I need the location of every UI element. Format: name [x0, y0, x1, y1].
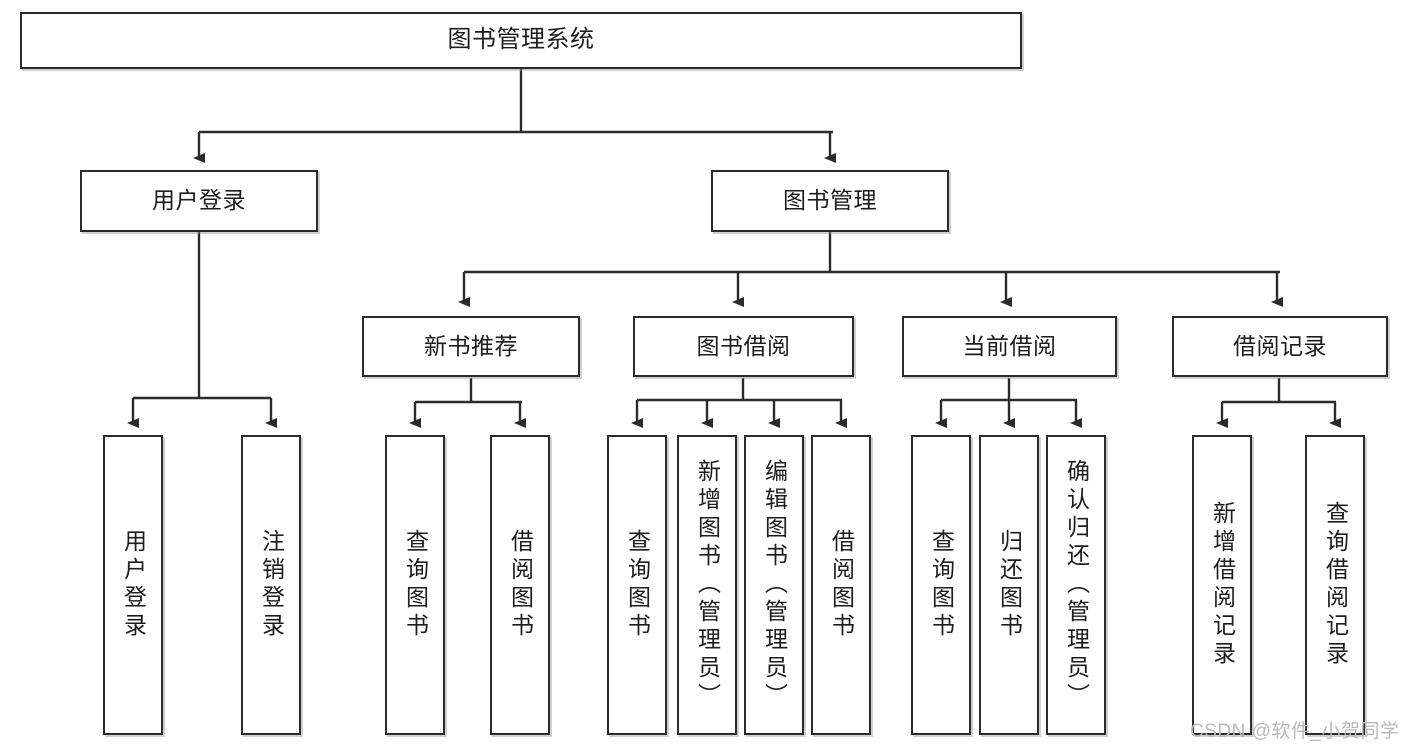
- leaf-query-book-2[interactable]: 查询图书: [607, 435, 667, 735]
- node-current-borrow-label: 当前借阅: [962, 332, 1057, 359]
- node-user-login[interactable]: 用户登录: [80, 170, 318, 232]
- node-book-manage-label: 图书管理: [783, 187, 877, 214]
- node-current-borrow[interactable]: 当前借阅: [902, 316, 1117, 377]
- leaf-edit-book[interactable]: 编辑图书（管理员）: [744, 435, 804, 735]
- leaf-return-book-label: 归还图书: [996, 529, 1023, 641]
- leaf-logout-label: 注销登录: [258, 529, 285, 641]
- leaf-user-login-label: 用户登录: [120, 529, 147, 641]
- leaf-borrow-book-1[interactable]: 借阅图书: [490, 435, 550, 735]
- leaf-query-book-3-label: 查询图书: [928, 529, 955, 641]
- leaf-add-book[interactable]: 新增图书（管理员）: [677, 435, 737, 735]
- csdn-watermark: CSDN @软件_小贺同学: [1190, 721, 1400, 742]
- node-new-book-recommend[interactable]: 新书推荐: [362, 316, 580, 377]
- leaf-return-book[interactable]: 归还图书: [979, 435, 1039, 735]
- leaf-query-book-1-label: 查询图书: [402, 529, 429, 641]
- node-user-login-label: 用户登录: [152, 187, 246, 214]
- node-book-borrow[interactable]: 图书借阅: [633, 316, 854, 377]
- leaf-user-login[interactable]: 用户登录: [103, 435, 163, 735]
- leaf-query-book-1[interactable]: 查询图书: [385, 435, 445, 735]
- leaf-add-record-label: 新增借阅记录: [1209, 501, 1236, 669]
- leaf-edit-book-label: 编辑图书（管理员）: [761, 459, 788, 711]
- leaf-query-book-2-label: 查询图书: [624, 529, 651, 641]
- leaf-logout[interactable]: 注销登录: [241, 435, 301, 735]
- node-new-book-recommend-label: 新书推荐: [424, 332, 518, 359]
- node-book-borrow-label: 图书借阅: [696, 332, 791, 359]
- leaf-query-book-3[interactable]: 查询图书: [911, 435, 971, 735]
- leaf-add-record[interactable]: 新增借阅记录: [1192, 435, 1252, 735]
- leaf-query-record-label: 查询借阅记录: [1322, 501, 1349, 669]
- node-book-manage[interactable]: 图书管理: [711, 170, 949, 232]
- node-root-label: 图书管理系统: [447, 26, 595, 54]
- leaf-borrow-book-1-label: 借阅图书: [507, 529, 534, 641]
- leaf-borrow-book-2[interactable]: 借阅图书: [811, 435, 871, 735]
- node-root[interactable]: 图书管理系统: [20, 12, 1022, 69]
- node-borrow-record[interactable]: 借阅记录: [1172, 316, 1388, 377]
- leaf-confirm-return-label: 确认归还（管理员）: [1063, 459, 1090, 711]
- leaf-add-book-label: 新增图书（管理员）: [694, 459, 721, 711]
- leaf-query-record[interactable]: 查询借阅记录: [1305, 435, 1365, 735]
- leaf-borrow-book-2-label: 借阅图书: [828, 529, 855, 641]
- leaf-confirm-return[interactable]: 确认归还（管理员）: [1046, 435, 1106, 735]
- node-borrow-record-label: 借阅记录: [1233, 332, 1327, 359]
